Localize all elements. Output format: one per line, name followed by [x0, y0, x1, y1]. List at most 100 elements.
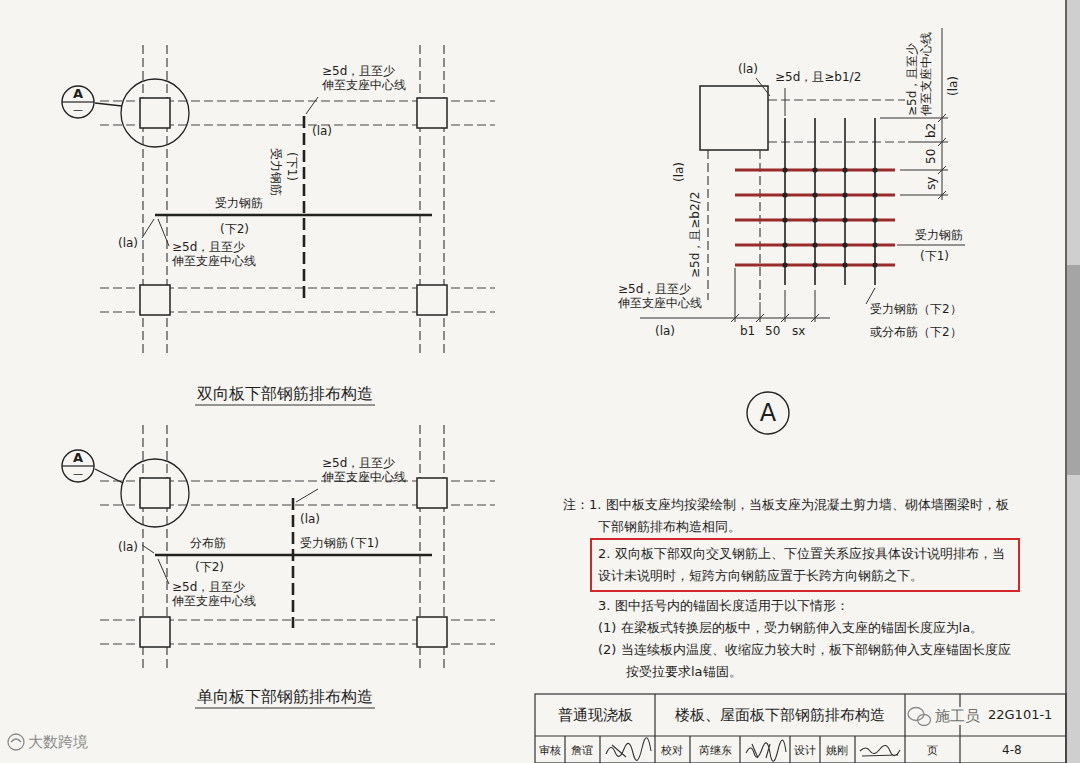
beam-outline: [759, 150, 760, 300]
dimension-note: ≥5d，且至少 伸至支座中心线: [618, 282, 710, 311]
highlight-note-box: 2. 双向板下部双向交叉钢筋上、下位置关系应按具体设计说明排布，当设计未说明时，…: [590, 538, 1020, 592]
distribution-rebar: [814, 118, 816, 285]
title-cell: 普通现浇板: [558, 706, 633, 724]
rebar-dot: [812, 192, 817, 197]
distribution-rebar: [785, 118, 875, 285]
watermark-icon: [908, 708, 924, 721]
title-cell: 校对: [661, 744, 683, 757]
dimension-value: b1: [740, 324, 755, 338]
circle-outline: [62, 450, 94, 482]
detail-circle: [95, 79, 189, 147]
dimension-line: [900, 170, 948, 171]
detail-circle: [121, 79, 189, 147]
beam-outline: [100, 425, 495, 670]
note-text: 2. 双向板下部双向交叉钢筋上、下位置关系应按具体设计说明排布，当设计未说明时，…: [598, 543, 1012, 587]
title-cell: 芮继东: [699, 744, 732, 757]
dimension-note: ≥5d，且至少 伸至支座中心线: [172, 580, 264, 609]
leader-line: [296, 489, 318, 502]
dimension-line: [735, 268, 736, 322]
rebar-dot: [842, 242, 847, 247]
dimension-note: ≥5d，且至少 伸至支座中心线: [905, 24, 934, 116]
signature: [860, 745, 900, 756]
rebar-label: 受力钢筋: [269, 148, 283, 196]
rebar: [155, 214, 432, 217]
dimension-value: b2: [924, 123, 938, 138]
sheet-frame: [1067, 0, 1080, 763]
rebar-dot: [812, 262, 817, 267]
column-section: [140, 98, 170, 128]
rebar-label: 受力钢筋: [915, 228, 963, 242]
dimension-line: [897, 245, 965, 246]
detail-circle: [95, 459, 189, 527]
rebar-layer: (下2): [220, 222, 249, 236]
rebar-dot: [872, 262, 877, 267]
column-section: [417, 285, 447, 315]
dimension-line: [731, 314, 819, 322]
rebar-dot: [872, 192, 877, 197]
title-block: [599, 736, 600, 763]
watermark: 施工员: [932, 707, 983, 725]
title-block: [654, 694, 655, 763]
title-block: [819, 736, 820, 763]
title-block: [535, 694, 1066, 763]
title-block: [904, 694, 905, 763]
leader-line: [142, 489, 375, 708]
dimension-note: ≥5d，且≥b2/2: [688, 192, 702, 278]
rebar-label: 或分布筋（下2）: [870, 325, 962, 339]
leader-line: [158, 219, 169, 246]
rebar-dot: [872, 167, 877, 172]
circle-outline: [62, 86, 94, 118]
rebar-dot: [812, 242, 817, 247]
rebar-label: 受力钢筋: [300, 536, 348, 550]
anchor-length: (la): [312, 124, 332, 138]
rebar-dot: [842, 262, 847, 267]
title-block: [739, 736, 740, 763]
rebar: [155, 498, 432, 628]
dimension-line: [880, 118, 948, 119]
figure-title: 单向板下部钢筋排布构造: [197, 687, 373, 706]
title-cell: 页: [927, 744, 938, 757]
sheet-frame: [1065, 0, 1067, 763]
watermark-icon: [11, 739, 21, 742]
beam-outline: [768, 99, 905, 100]
rebar-dot: [812, 167, 817, 172]
dimension-line: [900, 195, 948, 196]
leader-line: [195, 708, 375, 709]
rebar-dot: [842, 192, 847, 197]
rebar-layer: (下1): [285, 152, 299, 181]
watermark-icon: [918, 715, 931, 726]
anchor-length: (la): [655, 324, 675, 338]
rebar-label: 分布筋: [190, 536, 226, 550]
rebar-layer: (下1): [920, 249, 949, 263]
dimension-line: [785, 88, 786, 116]
anchor-length: (la): [946, 76, 960, 96]
rebar-dot: [782, 192, 787, 197]
rebar-dot: [842, 167, 847, 172]
column-section: [140, 98, 447, 315]
anchor-length: (la): [118, 236, 138, 250]
dimension-value: sy: [924, 177, 938, 190]
leader-line: [195, 405, 375, 406]
title-cell: 詹谊: [571, 744, 593, 757]
column-section: [140, 617, 170, 647]
dimension-value: 50: [765, 324, 780, 338]
page-number: 4-8: [1002, 743, 1022, 757]
rebar-layer: (下2): [195, 560, 224, 574]
callout-divider: [62, 465, 94, 466]
callout-circle: A—: [61, 449, 95, 483]
signature: [606, 738, 651, 761]
anchor-length: (la): [738, 62, 758, 76]
distribution-rebar: [874, 118, 876, 285]
detail-index-circle: A: [746, 391, 790, 435]
column-section: [140, 478, 170, 508]
title-cell: 楼板、屋面板下部钢筋排布构造: [675, 706, 885, 724]
column-section: [140, 478, 447, 647]
watermark: 大数跨境: [28, 733, 88, 751]
dimension-line: [866, 288, 875, 304]
note-text: (1) 在梁板式转换层的板中，受力钢筋伸入支座的锚固长度应为la。: [598, 617, 1038, 639]
dimension-line: [942, 28, 943, 200]
circle-outline: [747, 392, 789, 434]
leader-line: [158, 559, 169, 584]
title-block: [789, 736, 790, 763]
rebar-dot: [782, 167, 787, 172]
